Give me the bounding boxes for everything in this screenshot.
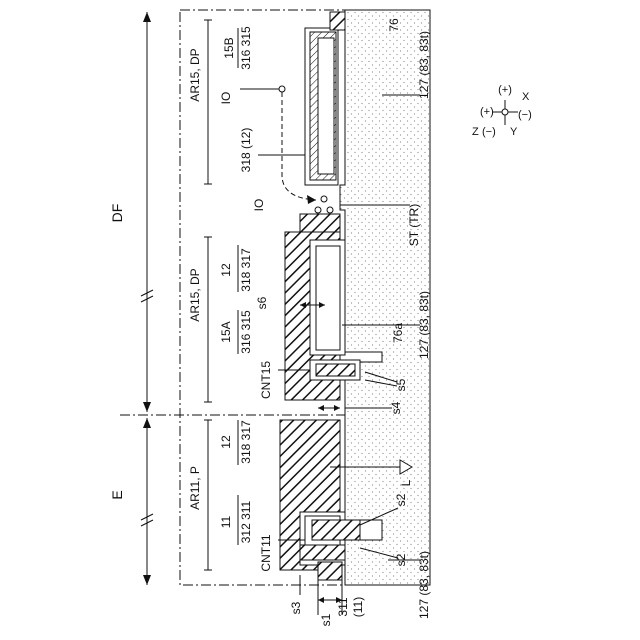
contact-cnt11-lower	[300, 545, 345, 560]
axis-y-label: Y	[510, 126, 518, 138]
label-76: 76	[387, 18, 401, 32]
label-io-upper: IO	[219, 92, 233, 105]
gap-s2-label-a: s2	[394, 493, 408, 506]
label-12-lower: 12	[219, 435, 233, 449]
label-11: 11	[219, 515, 233, 528]
axis-z-label: Z	[472, 126, 479, 138]
s4-arrow	[318, 405, 324, 411]
axis-plus-top: (+)	[498, 84, 512, 96]
corner-piece	[330, 12, 345, 30]
bottom-tab-311	[318, 562, 342, 580]
gap-s1-label: s1	[319, 613, 333, 626]
e-arrow-top	[143, 418, 151, 428]
label-11-paren: (11)	[351, 597, 365, 617]
axis-legend: (+) X (+) Z (−) Y (−)	[472, 84, 532, 138]
label-318-12: 318 (12)	[239, 128, 253, 173]
label-127-d: 127 (83, 83t)	[417, 551, 431, 619]
axis-x-label: X	[522, 91, 530, 103]
axis-plus-left: (+)	[480, 106, 494, 118]
label-cnt15: CNT15	[259, 361, 273, 399]
label-318-317-low: 318 317	[239, 420, 253, 464]
e-arrow-bottom	[143, 575, 151, 585]
label-76a: 76a	[391, 323, 405, 343]
label-312-311: 312 311	[239, 500, 253, 543]
io-upper-marker	[279, 86, 285, 92]
gap-s6-label: s6	[255, 296, 269, 309]
axis-origin	[502, 109, 508, 115]
axis-minus-left: (−)	[482, 126, 496, 138]
label-st-tr: ST (TR)	[407, 204, 421, 246]
io-mid-marker-3	[327, 207, 333, 213]
label-12-upper: 12	[219, 263, 233, 277]
region-e-label: E	[109, 490, 125, 499]
label-io-mid: IO	[252, 199, 266, 212]
df-arrow-bottom	[143, 402, 151, 412]
gap-s3-label: s3	[289, 601, 303, 614]
label-15b: 15B	[222, 37, 236, 58]
label-316-315-top: 316 315	[239, 26, 253, 70]
ar11-p-label: AR11, P	[188, 466, 202, 510]
gap-s5-label: s5	[394, 378, 408, 391]
io-mid-marker-2	[321, 196, 327, 202]
label-15a: 15A	[219, 321, 233, 342]
label-cnt11: CNT11	[259, 534, 273, 571]
s4-arrow	[334, 405, 340, 411]
io-path-arrow	[307, 195, 316, 204]
label-l: L	[399, 479, 413, 486]
label-318-317-mid: 318 317	[239, 248, 253, 292]
layer-315-mid	[316, 246, 340, 350]
s1-arrow	[318, 597, 324, 603]
region-df-label: DF	[109, 204, 125, 223]
label-316-315-mid: 316 315	[239, 310, 253, 354]
layer-cap-mid	[300, 214, 340, 232]
contact-cnt11	[312, 520, 360, 540]
contact-cnt15-fill	[316, 364, 355, 376]
axis-minus-right: (−)	[518, 109, 532, 121]
io-mid-marker-1	[315, 207, 321, 213]
df-arrow-top	[143, 12, 151, 22]
label-127-a: 127 (83, 83t)	[417, 31, 431, 99]
ar15-dp-mid-label: AR15, DP	[188, 268, 202, 321]
ar15-dp-upper-label: AR15, DP	[188, 48, 202, 101]
layer-315-top	[318, 38, 334, 174]
